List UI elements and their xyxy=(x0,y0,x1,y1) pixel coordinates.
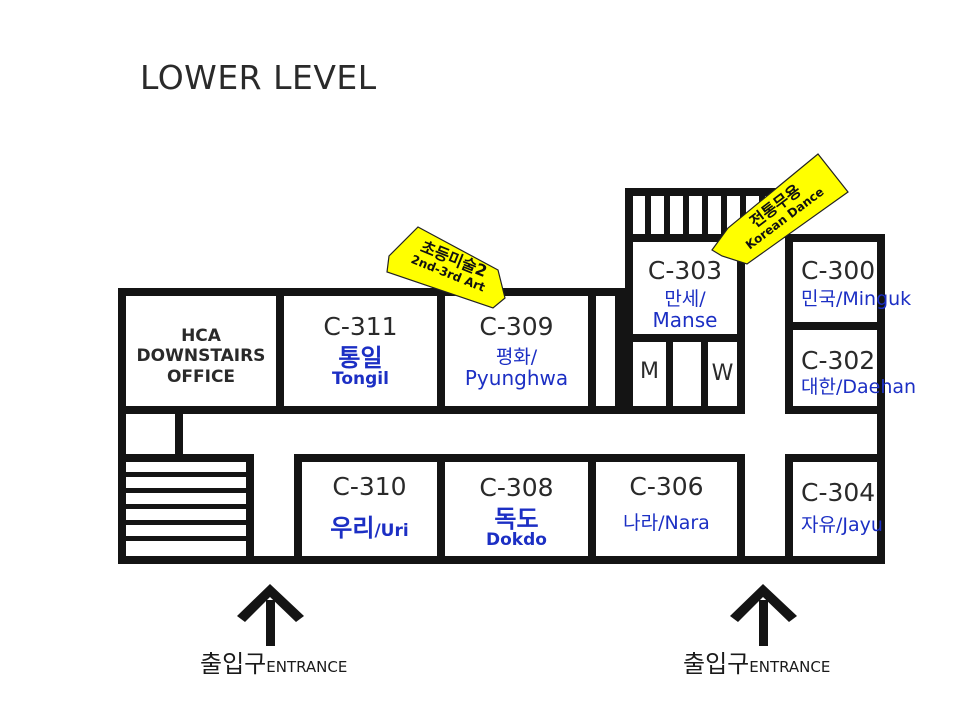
room-c311[interactable]: C-311 통일 Tongil xyxy=(323,312,398,390)
entrance-label-left: 출입구ENTRANCE xyxy=(200,650,348,678)
room-c303[interactable]: C-303 만세/ Manse xyxy=(647,256,723,333)
entrance-label-right: 출입구ENTRANCE xyxy=(683,650,831,678)
page-title: LOWER LEVEL xyxy=(140,58,377,97)
restroom-women: W xyxy=(711,361,734,386)
room-c306[interactable]: C-306 나라/Nara xyxy=(623,472,710,535)
room-c304[interactable]: C-304 자유/Jayu xyxy=(801,478,883,537)
room-c309[interactable]: C-309 평화/ Pyunghwa xyxy=(464,312,569,391)
room-c308[interactable]: C-308 독도 Dokdo xyxy=(479,473,554,551)
art-sign-arrow xyxy=(386,226,506,309)
room-c300[interactable]: C-300 민국/Minguk xyxy=(801,256,912,311)
room-c302[interactable]: C-302 대한/Daehan xyxy=(801,346,917,399)
office-label: HCA DOWNSTAIRS OFFICE xyxy=(136,326,266,387)
entrance-arrow-right-icon xyxy=(730,584,797,646)
entrance-arrow-left-icon xyxy=(237,584,304,646)
restroom-men: M xyxy=(640,359,659,384)
room-c310[interactable]: C-310 우리/Uri xyxy=(330,472,409,543)
dance-sign-arrow xyxy=(711,153,849,265)
